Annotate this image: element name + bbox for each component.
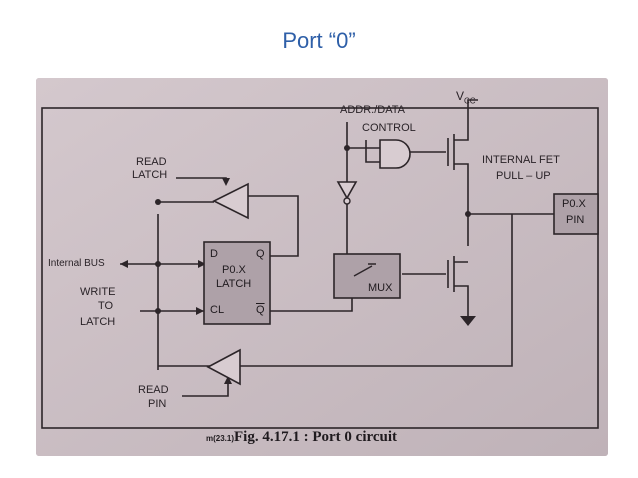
control-to-and-wire bbox=[365, 140, 380, 163]
bus-arrow-right-icon bbox=[198, 260, 206, 268]
fet-label-2: PULL – UP bbox=[496, 170, 551, 182]
vcc-wire bbox=[467, 99, 478, 108]
q-feedback-wire bbox=[248, 195, 299, 257]
pin-box bbox=[553, 193, 599, 235]
read-pin-wire bbox=[240, 214, 513, 367]
read-latch-label-1: READ bbox=[136, 156, 167, 168]
control-label: CONTROL bbox=[362, 122, 416, 134]
latch-d-label: D bbox=[210, 248, 218, 260]
latch-box bbox=[203, 241, 271, 325]
fet-label-1: INTERNAL FET bbox=[482, 154, 560, 166]
slide-title: Port “0” bbox=[282, 28, 356, 53]
caption-text: Fig. 4.17.1 : Port 0 circuit bbox=[234, 429, 398, 445]
figure-frame bbox=[41, 107, 599, 429]
pin-label-2: PIN bbox=[566, 214, 585, 226]
bus-arrow-left-icon bbox=[120, 260, 128, 268]
caption-prefix: m(23.1) bbox=[206, 434, 235, 443]
read-pin-buffer-icon bbox=[206, 348, 241, 386]
junction-dots bbox=[155, 145, 471, 314]
paper-background bbox=[36, 78, 608, 456]
vcc-subscript: CC bbox=[464, 96, 476, 106]
write-label-3: LATCH bbox=[80, 316, 116, 328]
latch-qbar-label: Q bbox=[256, 304, 265, 316]
pullup-fet bbox=[447, 108, 469, 246]
read-pin-label-1: READ bbox=[138, 384, 169, 396]
circuit-photo: READ LATCH Internal BUS WRITE TO LATCH R… bbox=[36, 78, 608, 456]
pulldown-fet bbox=[447, 256, 469, 316]
port0-circuit-diagram bbox=[36, 78, 608, 456]
pin-label-1: P0.X bbox=[562, 198, 586, 210]
mux-label: MUX bbox=[368, 282, 393, 294]
read-latch-label-2: LATCH bbox=[132, 169, 168, 181]
figure-caption: m(23.1)Fig. 4.17.1 : Port 0 circuit bbox=[206, 429, 397, 446]
read-latch-arrow-icon bbox=[222, 178, 230, 186]
read-pin-arrow-icon bbox=[224, 376, 232, 384]
ground-icon bbox=[460, 316, 476, 326]
mux-box bbox=[333, 253, 401, 299]
internal-bus-label: Internal BUS bbox=[48, 258, 105, 269]
vcc-text: V bbox=[456, 89, 465, 103]
latch-name-label-2: LATCH bbox=[216, 278, 252, 290]
inverter-bubble-icon bbox=[343, 197, 351, 205]
latch-name-label-1: P0.X bbox=[222, 264, 246, 276]
vcc-label: VCC bbox=[456, 90, 476, 107]
write-arrow-icon bbox=[196, 307, 204, 315]
latch-q-label: Q bbox=[256, 248, 265, 260]
read-latch-buffer-icon bbox=[212, 182, 249, 220]
mux-switch-icon bbox=[353, 263, 376, 277]
write-label-2: TO bbox=[98, 300, 114, 312]
addr-data-label: ADDR./DATA bbox=[340, 104, 405, 116]
write-label-1: WRITE bbox=[80, 286, 116, 298]
inverter-icon bbox=[336, 181, 358, 200]
read-pin-label-2: PIN bbox=[148, 398, 167, 410]
latch-cl-label: CL bbox=[210, 304, 225, 316]
and-gate-icon bbox=[379, 139, 411, 169]
